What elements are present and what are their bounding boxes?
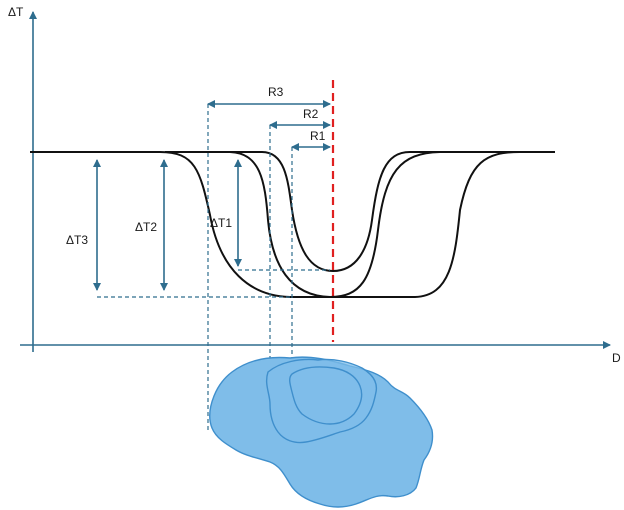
r1-label: R1 bbox=[310, 129, 326, 143]
x-axis-label: D bbox=[612, 351, 621, 365]
curve-2 bbox=[165, 151, 520, 299]
r3-label: R3 bbox=[268, 85, 284, 99]
delta-t1-label: ΔT1 bbox=[210, 216, 232, 230]
y-axis-label: ΔT bbox=[8, 5, 24, 19]
anomaly-body-inner bbox=[289, 366, 363, 425]
r2-label: R2 bbox=[303, 107, 319, 121]
delta-t3-label: ΔT3 bbox=[66, 233, 88, 247]
delta-t2-label: ΔT2 bbox=[135, 220, 157, 234]
curve-3 bbox=[30, 151, 555, 298]
curve-1 bbox=[225, 151, 510, 273]
